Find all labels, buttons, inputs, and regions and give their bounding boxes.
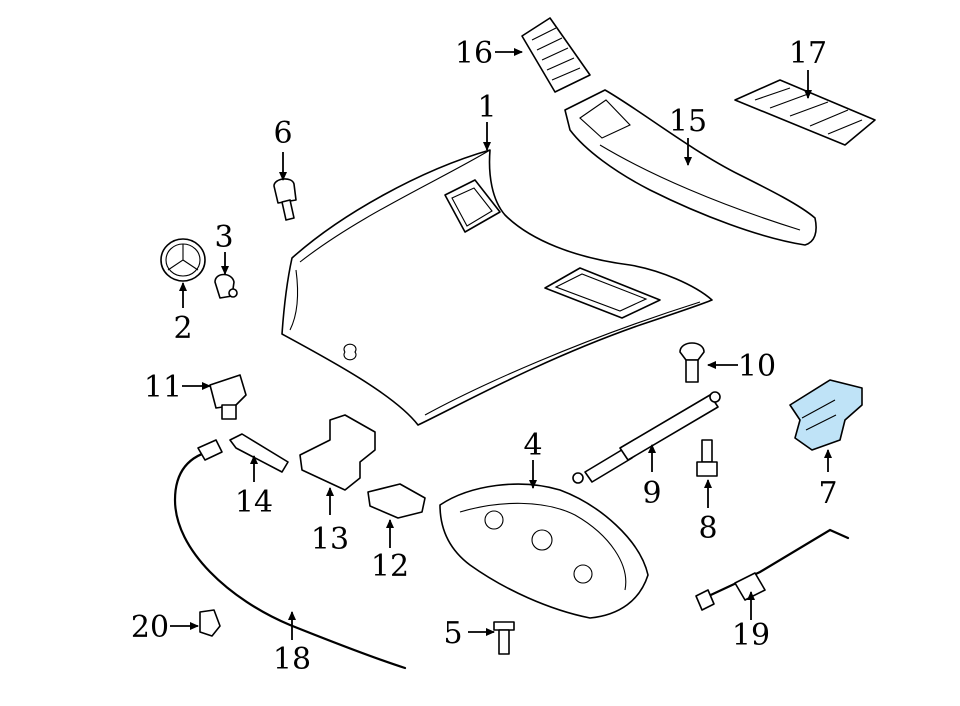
cowl-panel-icon bbox=[564, 89, 817, 246]
callout-9: 9 bbox=[642, 476, 661, 511]
callout-arrows bbox=[170, 48, 832, 640]
cowl-grille-icon bbox=[521, 17, 591, 93]
release-cable-icon bbox=[173, 439, 407, 670]
safety-catch-icon bbox=[229, 433, 289, 473]
callout-2: 2 bbox=[173, 311, 192, 346]
air-intake-grille-icon bbox=[734, 79, 876, 146]
ball-stud-icon bbox=[679, 342, 705, 383]
cable-clip-icon bbox=[199, 609, 221, 637]
latch-icon bbox=[209, 374, 247, 420]
lift-support-icon bbox=[572, 391, 721, 484]
callout-8: 8 bbox=[698, 511, 717, 546]
callout-4: 4 bbox=[523, 428, 542, 463]
callout-13: 13 bbox=[311, 522, 349, 557]
star-emblem-icon bbox=[160, 238, 206, 282]
callout-17: 17 bbox=[789, 36, 827, 71]
callout-15: 15 bbox=[669, 104, 707, 139]
callout-6: 6 bbox=[273, 116, 292, 151]
emblem-clip-icon bbox=[214, 273, 238, 299]
callout-16: 16 bbox=[455, 36, 493, 71]
release-cable-icon bbox=[695, 528, 850, 611]
bump-stop-icon bbox=[273, 178, 297, 221]
callout-5: 5 bbox=[443, 616, 462, 651]
callout-1: 1 bbox=[477, 90, 496, 125]
release-handle-icon bbox=[367, 483, 426, 519]
hinge-bolt-icon bbox=[696, 439, 718, 477]
callout-11: 11 bbox=[144, 370, 182, 405]
hinge-icon bbox=[789, 379, 863, 451]
insulator-clip-icon bbox=[493, 621, 515, 655]
callout-10: 10 bbox=[738, 349, 776, 384]
callout-3: 3 bbox=[214, 220, 233, 255]
callout-20: 20 bbox=[131, 610, 169, 645]
callout-12: 12 bbox=[371, 549, 409, 584]
lock-bracket-icon bbox=[299, 414, 376, 491]
hood-insulator-icon bbox=[439, 483, 649, 619]
callout-19: 19 bbox=[732, 618, 770, 653]
callout-7: 7 bbox=[818, 476, 837, 511]
callout-14: 14 bbox=[235, 485, 273, 520]
callout-18: 18 bbox=[273, 642, 311, 677]
hood-panel-icon bbox=[281, 149, 713, 426]
